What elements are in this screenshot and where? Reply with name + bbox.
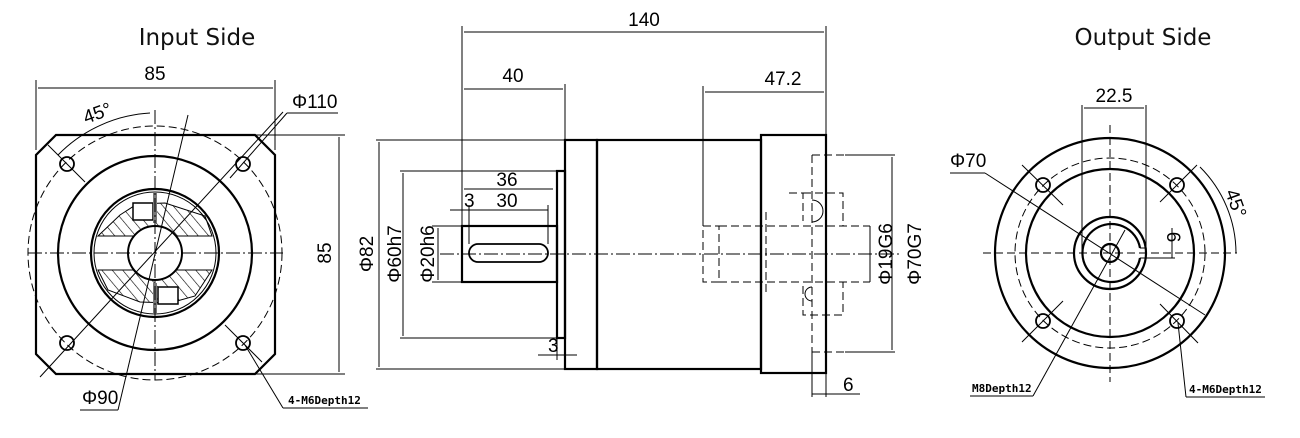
keyway	[468, 243, 549, 263]
key-dim: 22.5	[1096, 86, 1133, 107]
output-pcd-dim: Φ70	[950, 151, 986, 172]
flange-dia-dim: Φ82	[357, 236, 378, 272]
input-side-view: Input Side 85	[27, 25, 368, 411]
pilot-thickness-dim: 3	[548, 336, 559, 357]
mounting-hole	[235, 156, 251, 172]
output-pilot-dia-dim: Φ70G7	[905, 223, 926, 285]
mounting-hole	[1169, 177, 1185, 193]
shaft-dia-dim: Φ20h6	[418, 225, 439, 282]
key-width-dim: 6	[1162, 232, 1183, 243]
center-hole-note: M8Depth12	[972, 382, 1032, 395]
input-pcd-dim: Φ110	[292, 92, 337, 113]
mounting-hole	[235, 335, 251, 351]
output-angle-dim: 45°	[1220, 187, 1250, 221]
input-hole-note: 4-M6Depth12	[288, 394, 361, 407]
input-pilot-dim: Φ90	[82, 388, 118, 409]
key-offset-dim: 3	[464, 191, 475, 212]
input-width-dim: 85	[144, 64, 165, 85]
pilot-dia-dim: Φ60h7	[385, 225, 406, 282]
mounting-hole	[1035, 177, 1051, 193]
output-hole-note: 4-M6Depth12	[1189, 383, 1262, 396]
output-side-view: Output Side 22.5 6 45°	[950, 25, 1265, 398]
hidden-bore	[702, 154, 870, 353]
input-side-title: Input Side	[139, 25, 256, 51]
mounting-hole	[59, 156, 75, 172]
key-length-dim: 30	[496, 191, 517, 212]
output-pilot-depth-dim: 6	[843, 375, 854, 396]
input-angle-dim: 45°	[81, 99, 115, 129]
side-view: 140 40 47.2 36 3 30 3 Φ82 Φ60h7 Φ2	[357, 10, 926, 397]
mounting-hole	[1035, 313, 1051, 329]
output-mounting-holes	[1021, 164, 1199, 344]
bore-dia-dim: Φ19G6	[876, 223, 897, 285]
overall-length-dim: 140	[628, 10, 660, 31]
output-depth-dim: 47.2	[765, 69, 802, 90]
shaft-key-length-dim: 36	[496, 170, 517, 191]
input-mounting-holes	[39, 111, 284, 378]
mounting-hole	[59, 335, 75, 351]
output-side-title: Output Side	[1075, 25, 1212, 51]
mounting-hole	[1169, 313, 1185, 329]
input-shaft-length-dim: 40	[502, 66, 523, 87]
input-height-dim: 85	[315, 242, 336, 263]
